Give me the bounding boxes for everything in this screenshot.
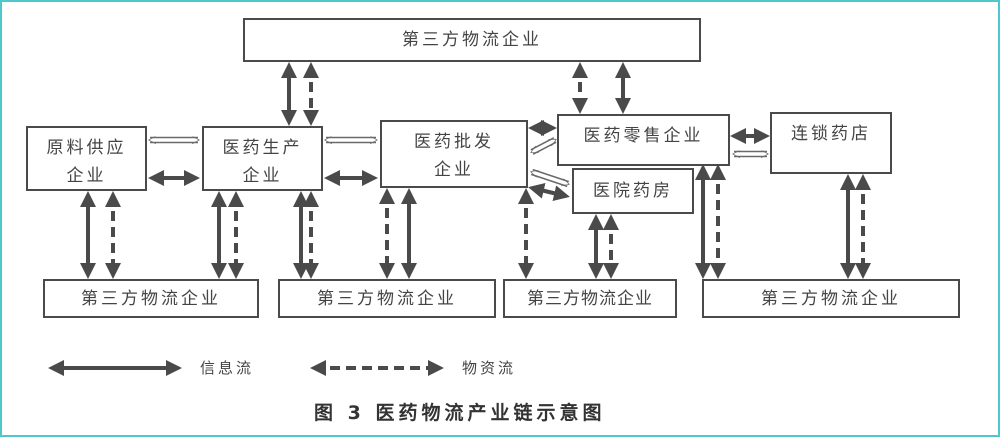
edge-wholesaler-retailer-hollow-rail (530, 137, 555, 151)
node-raw-supplier: 原料供应 企业 (26, 126, 147, 191)
node-label: 第三方物流企业 (81, 288, 221, 309)
node-label-line2: 企业 (434, 160, 474, 180)
edge-wholesaler-hospital-hollow-rail (532, 168, 570, 183)
node-label: 第三方物流企业 (761, 288, 901, 309)
node-label-line1: 医药批发 (414, 132, 494, 152)
node-label-line2: 企业 (66, 166, 107, 186)
node-label: 医院药房 (593, 181, 673, 201)
node-logistics-top: 第三方物流企业 (243, 18, 701, 62)
node-label: 医药零售企业 (583, 126, 704, 146)
node-manufacturer: 医药生产 企业 (202, 126, 323, 191)
node-hospital-pharmacy: 医院药房 (572, 168, 694, 214)
node-logistics-bottom-2: 第三方物流企业 (278, 279, 496, 318)
legend-information-flow-label: 信息流 (200, 359, 255, 377)
figure-caption: 图 3 医药物流产业链示意图 (314, 402, 606, 424)
node-chain-pharmacy: 连锁药店 (770, 112, 892, 174)
node-label-line1: 原料供应 (46, 138, 127, 158)
node-label: 连锁药店 (791, 124, 871, 144)
node-label-line1: 医药生产 (222, 138, 303, 158)
node-logistics-bottom-4: 第三方物流企业 (702, 279, 960, 318)
node-wholesaler: 医药批发 企业 (380, 120, 528, 188)
node-logistics-bottom-1: 第三方物流企业 (43, 279, 259, 318)
node-label: 第三方物流企业 (527, 288, 653, 309)
edge-wholesaler-hospital-hollow-rail (530, 173, 568, 188)
edge-wholesaler-hospital-info (528, 182, 570, 202)
edge-wholesaler-hospital-hollow (532, 172, 568, 184)
node-label: 第三方物流企业 (402, 30, 542, 50)
node-label: 第三方物流企业 (317, 288, 457, 309)
node-label-line2: 企业 (242, 166, 283, 186)
legend-material-flow-label: 物资流 (462, 359, 517, 377)
edge-wholesaler-retailer-hollow (532, 140, 555, 152)
node-retailer: 医药零售企业 (557, 114, 730, 166)
edge-wholesaler-retailer-hollow-rail (532, 141, 557, 155)
node-logistics-bottom-3: 第三方物流企业 (503, 279, 677, 318)
